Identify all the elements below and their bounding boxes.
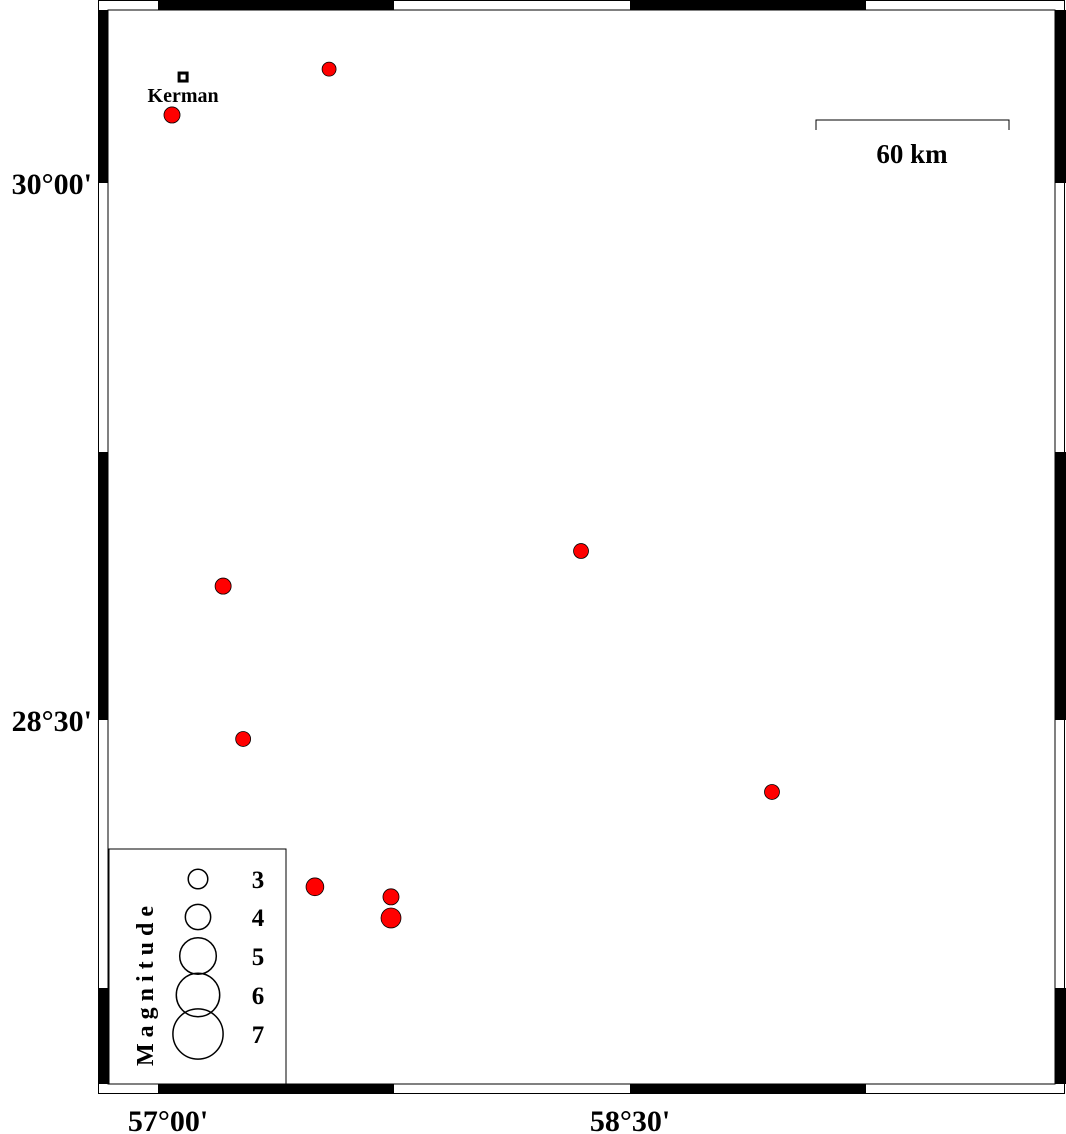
earthquakes xyxy=(163,61,780,929)
earthquake-marker xyxy=(214,577,232,595)
city-marker-icon xyxy=(177,71,189,83)
legend-label: 7 xyxy=(252,1022,265,1049)
earthquake-marker xyxy=(382,888,400,906)
earthquake-marker xyxy=(380,907,402,929)
lat-tick-label: 30°00' xyxy=(12,168,92,201)
earthquake-marker xyxy=(305,877,325,897)
scale-bar: 60 km xyxy=(815,119,1010,169)
earthquake-marker xyxy=(163,106,181,124)
legend-circle xyxy=(178,936,218,976)
legend-label: 5 xyxy=(252,944,265,971)
scale-bar-label: 60 km xyxy=(876,139,948,169)
legend-circle xyxy=(172,1008,224,1060)
earthquake-marker xyxy=(235,731,252,747)
earthquake-marker xyxy=(573,543,589,559)
legend-label: 6 xyxy=(252,983,265,1010)
earthquake-marker xyxy=(764,784,780,800)
lat-tick-label: 28°30' xyxy=(12,705,92,738)
legend-circle xyxy=(184,903,212,931)
lon-tick-label: 57°00' xyxy=(128,1105,208,1134)
legend-label: 3 xyxy=(252,867,265,894)
legend: Magnitude 3 4 5 6 7 xyxy=(108,848,287,1085)
legend-circle xyxy=(175,972,221,1018)
city-label: Kerman xyxy=(148,85,219,107)
city-kerman: Kerman xyxy=(148,71,219,107)
legend-label: 4 xyxy=(252,905,265,932)
legend-circle xyxy=(187,868,209,890)
earthquake-marker xyxy=(321,61,337,77)
legend-title: Magnitude xyxy=(133,900,159,1066)
lon-tick-label: 58°30' xyxy=(590,1105,670,1134)
